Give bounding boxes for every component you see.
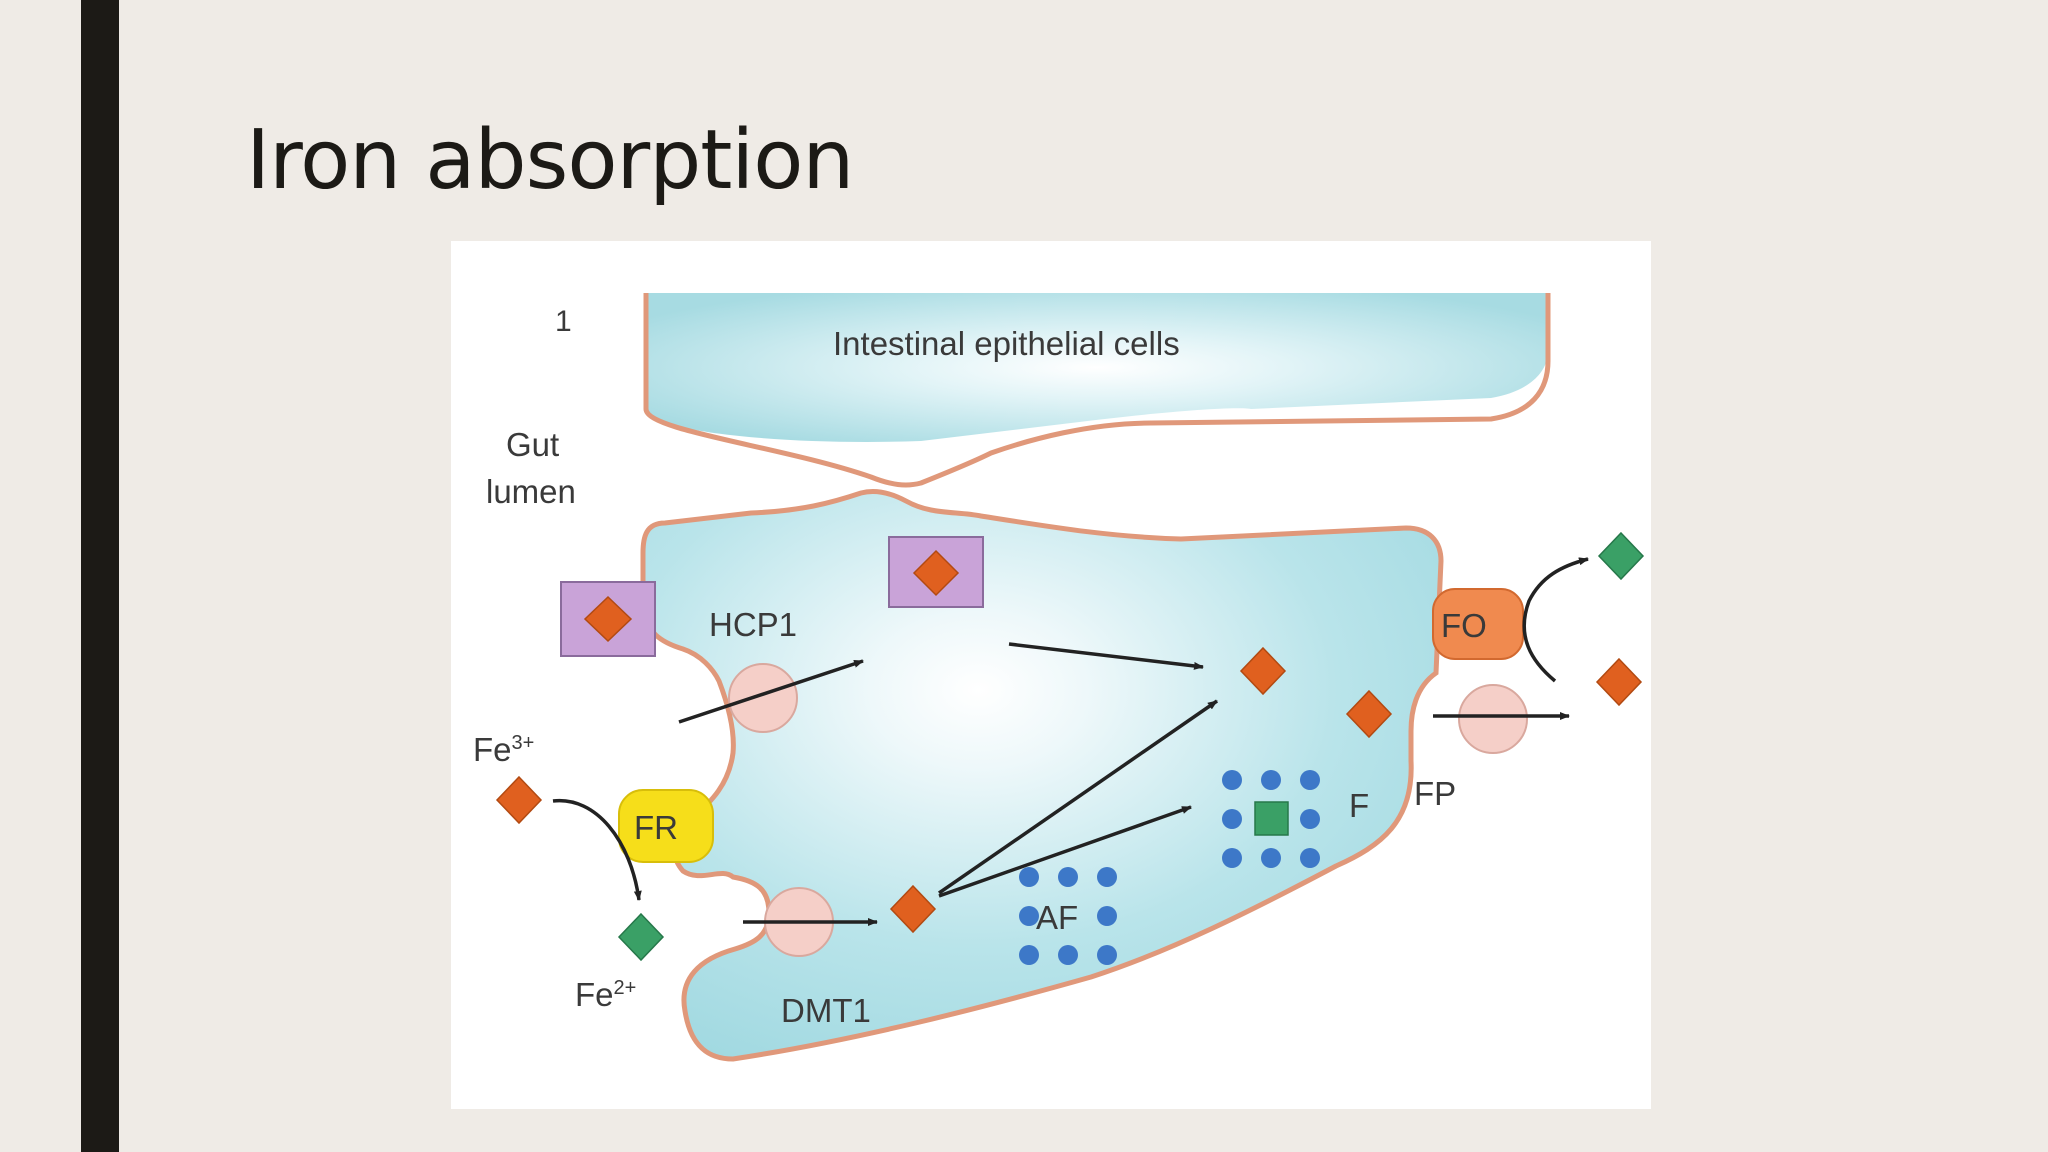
arrow-fo-oxidation — [1522, 557, 1589, 683]
slide-title: Iron absorption — [246, 113, 854, 208]
hcp1-label: HCP1 — [709, 606, 797, 643]
arrow-to-ferritin — [938, 805, 1192, 898]
slide-left-accent-bar — [81, 0, 119, 1152]
gut-lumen-label-line1: Gut — [506, 426, 559, 463]
heme-iron-diamond-cell — [912, 549, 960, 597]
upper-epithelial-cell — [646, 293, 1548, 442]
upper-cell-membrane — [643, 293, 1551, 488]
dmt1-label: DMT1 — [781, 992, 871, 1029]
iron-absorption-diagram: 1 Intestinal epithelial cells Gut lumen … — [473, 293, 1645, 1062]
iron-diamond-lumen — [495, 775, 543, 825]
fp-transporter — [1458, 684, 1528, 754]
iron-diamond-cytosol-1 — [1239, 646, 1287, 696]
arrow-heme-uptake — [678, 659, 864, 724]
enterocyte-cell — [640, 488, 1444, 1062]
apoferritin-cluster — [1019, 867, 1117, 965]
arrow-heme-to-cytosol — [1008, 642, 1204, 670]
panel-number: 1 — [555, 305, 572, 338]
af-label: AF — [1036, 899, 1078, 936]
fo-label: FO — [1441, 607, 1487, 644]
ferric-iron-diamond-oxidized — [1597, 531, 1645, 581]
ferritin-cluster — [1222, 770, 1320, 868]
ferritin-iron-core — [1254, 801, 1289, 836]
pathway-arrows — [552, 557, 1589, 926]
gut-lumen-label-line2: lumen — [486, 473, 576, 510]
fe2-label: Fe2+ — [575, 976, 636, 1013]
f-label: F — [1349, 787, 1369, 824]
fr-enzyme — [618, 789, 714, 863]
heme-iron-diamond-lumen — [583, 595, 633, 643]
arrow-to-cytosol-pool — [938, 699, 1218, 895]
intestinal-epithelial-cells-label: Intestinal epithelial cells — [833, 325, 1180, 362]
ferrous-iron-diamond — [617, 912, 665, 962]
iron-diamond-cytosol-2 — [1345, 689, 1393, 739]
fe3-label: Fe3+ — [473, 731, 534, 768]
hcp1-transporter — [728, 663, 798, 733]
iron-diamond-dmt1 — [889, 884, 937, 934]
fp-label: FP — [1414, 775, 1456, 812]
iron-absorption-figure: 1 Intestinal epithelial cells Gut lumen … — [451, 241, 1651, 1109]
iron-diamond-exported — [1595, 657, 1643, 707]
fr-label: FR — [634, 809, 678, 846]
arrow-fe3-reduction — [552, 798, 642, 901]
